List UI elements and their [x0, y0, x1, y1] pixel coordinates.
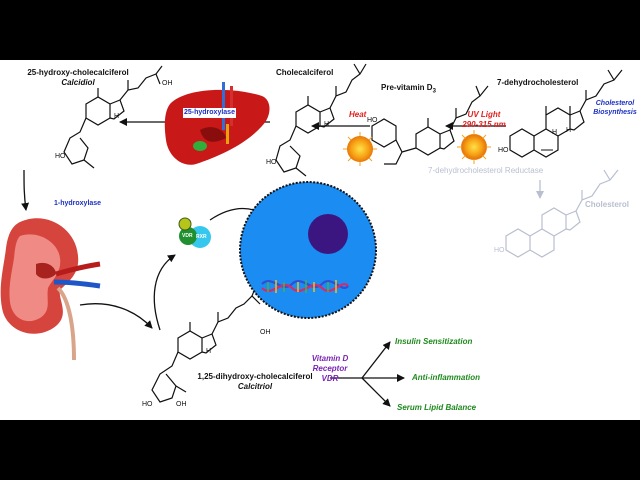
vdr-line-3: VDR: [321, 374, 339, 383]
uv-light-label: UV Light 290-315 nm: [456, 110, 512, 130]
kidney-icon: [0, 218, 101, 361]
calcidiol-ho-label: HO: [55, 153, 66, 160]
vdr-line-2: Receptor: [312, 364, 348, 373]
reductase-label: 7-dehydrocholesterol Reductase: [428, 166, 544, 175]
dna-icon: [261, 280, 349, 293]
calcitriol-oh-label: OH: [260, 329, 271, 336]
vdr-line-1: Vitamin D: [311, 354, 349, 363]
cholesterol-ho-label: HO: [494, 247, 505, 254]
calcidiol-h-label: H: [114, 113, 120, 120]
biosynthesis-line-2: Biosynthesis: [593, 109, 637, 116]
1-hydroxylase-label: 1-hydroxylase: [54, 200, 102, 207]
heat-label: Heat: [349, 110, 367, 119]
effect-anti-inflammation: Anti-inflammation: [412, 373, 480, 382]
cholecalciferol-structure: [275, 63, 367, 177]
calcitriol-name: 1,25-dihydroxy-cholecalciferol: [197, 372, 313, 381]
previtamin-d3-subscript: 3: [432, 88, 436, 95]
previtamin-d3-structure: [371, 85, 489, 165]
7dhc-h-label-1: H: [552, 129, 558, 136]
cholesterol-label: Cholesterol: [585, 200, 630, 209]
nucleus-icon: [239, 181, 377, 319]
previtamin-d3-label: Pre-vitamin D3: [381, 83, 436, 97]
7dhc-h-label-2: H: [566, 127, 572, 134]
kidney-in-arrow: [21, 169, 30, 211]
wavelength-text: 290-315 nm: [462, 120, 506, 129]
vdr-label: VDR: [182, 233, 193, 239]
calcitriol-ho-label: HO: [142, 401, 153, 408]
calcidiol-common-name: Calcidiol: [61, 78, 95, 87]
7-dehydrocholesterol-label: 7-dehydrocholesterol: [497, 78, 579, 87]
calcidiol-structure: [63, 65, 163, 169]
vdr-rxr-receptor-icon: [178, 217, 211, 248]
effect-arrow-1: [361, 341, 391, 379]
calcitriol-h-label: H: [206, 348, 212, 355]
calcitriol-to-receptor-arrow: [153, 254, 176, 331]
liver-icon: [164, 82, 270, 165]
uv-light-text: UV Light: [467, 110, 501, 119]
calcitriol-oh2-label: OH: [176, 401, 187, 408]
25-hydroxylase-label: 25-hydroxylase: [183, 108, 236, 118]
previtamin-d3-text: Pre-vitamin D: [381, 83, 433, 92]
cholecalciferol-label: Cholecalciferol: [276, 68, 334, 77]
effect-lipid: Serum Lipid Balance: [397, 403, 477, 412]
heat-sun-icon: [343, 132, 377, 166]
7-dehydrocholesterol-structure: [509, 69, 623, 158]
calcidiol-label: 25-hydroxy-cholecalciferol Calcidiol: [14, 68, 142, 88]
calcitriol-common-name: Calcitriol: [237, 382, 273, 391]
calcitriol-label: 1,25-dihydroxy-cholecalciferol Calcitrio…: [190, 372, 320, 392]
sun-icon: [457, 130, 491, 164]
cholesterol-biosynthesis-label: Cholesterol Biosynthesis: [592, 99, 638, 117]
previtamin-ho-label: HO: [367, 117, 378, 124]
cholecalciferol-ho-label: HO: [266, 159, 277, 166]
calcidiol-name: 25-hydroxy-cholecalciferol: [27, 68, 129, 77]
kidney-out-arrow: [79, 303, 153, 329]
vitamin-d-receptor-label: Vitamin D Receptor VDR: [298, 354, 362, 384]
vitamin-d-pathway-diagram: 7-dehydrocholesterol Pre-vitamin D3 Chol…: [0, 60, 640, 420]
effect-insulin: Insulin Sensitization: [395, 337, 473, 346]
biosynthesis-line-1: Cholesterol: [595, 100, 635, 107]
7dhc-ho-label: HO: [498, 147, 509, 154]
effect-arrow-3: [361, 377, 391, 407]
cholecalciferol-h-label: H: [324, 121, 330, 128]
rxr-label: RXR: [196, 234, 207, 240]
cholesterol-structure: [505, 169, 619, 258]
calcidiol-oh-label: OH: [162, 80, 173, 87]
